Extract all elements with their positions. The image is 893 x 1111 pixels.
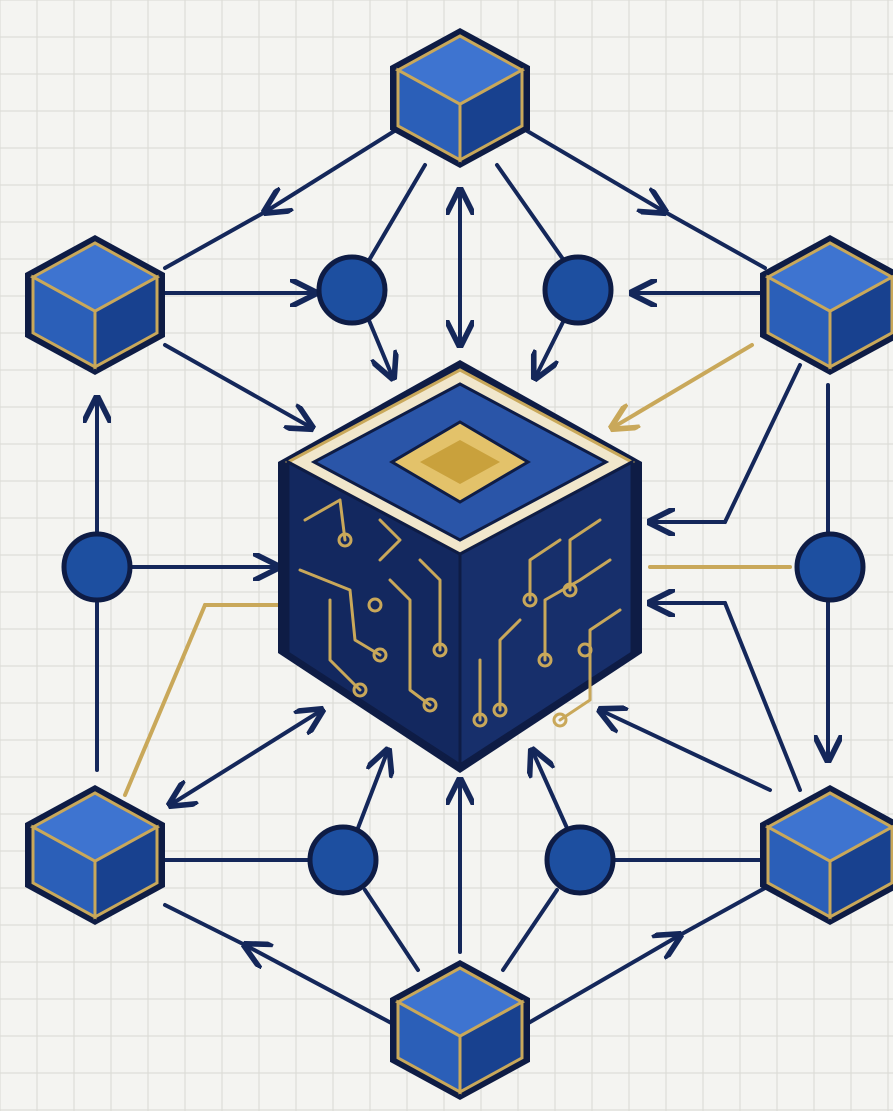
connection-line bbox=[600, 710, 772, 792]
circuit-pad bbox=[372, 647, 388, 663]
connection-line bbox=[535, 316, 567, 378]
junction-lower-left bbox=[307, 824, 379, 896]
connection-line bbox=[523, 935, 680, 1027]
junction-mid-right bbox=[794, 531, 866, 603]
circuit-pad bbox=[522, 592, 538, 608]
cube-right-face bbox=[93, 824, 159, 920]
circuit-trace bbox=[418, 558, 442, 652]
cube-node-top bbox=[390, 28, 530, 168]
circuit-pad bbox=[367, 597, 383, 613]
cube-node-lower-right bbox=[760, 785, 893, 925]
circuit-trace bbox=[303, 498, 347, 542]
connection-line bbox=[356, 750, 388, 830]
connection-line bbox=[495, 163, 567, 264]
circuit-pad bbox=[577, 642, 593, 658]
connection-line bbox=[366, 316, 393, 378]
connection-line bbox=[678, 886, 767, 937]
connection-line bbox=[163, 903, 247, 947]
connection-line bbox=[612, 343, 754, 428]
circuit-trace bbox=[328, 598, 362, 692]
connection-line bbox=[532, 750, 569, 830]
junction-upper-left bbox=[316, 254, 388, 326]
cube-node-bottom bbox=[390, 960, 530, 1100]
connection-lines bbox=[97, 113, 828, 1027]
circuit-pad bbox=[562, 582, 578, 598]
circuit-trace bbox=[568, 518, 602, 592]
connection-line bbox=[245, 945, 397, 1027]
junction-upper-right bbox=[542, 254, 614, 326]
connection-line bbox=[366, 163, 427, 264]
connection-line bbox=[163, 210, 267, 270]
junction-lower-right bbox=[544, 824, 616, 896]
chip-die bbox=[420, 440, 500, 484]
cube-right-face bbox=[828, 274, 893, 370]
connection-line bbox=[723, 601, 802, 792]
connection-line bbox=[501, 888, 559, 972]
connection-line bbox=[363, 888, 420, 972]
circuit-trace bbox=[558, 608, 622, 722]
junction-mid-left bbox=[61, 531, 133, 603]
circuit-pad bbox=[352, 682, 368, 698]
cube-right-face bbox=[458, 999, 524, 1095]
circuit-pad bbox=[422, 697, 438, 713]
circuit-pad bbox=[337, 532, 353, 548]
connection-line bbox=[723, 363, 802, 524]
circuit-trace bbox=[388, 578, 432, 707]
cube-node-upper-right bbox=[760, 235, 893, 375]
circuit-pad bbox=[552, 712, 568, 728]
peripheral-cubes bbox=[25, 28, 893, 1100]
cube-node-lower-left bbox=[25, 785, 165, 925]
cube-right-face bbox=[828, 824, 893, 920]
cube-node-upper-left bbox=[25, 235, 165, 375]
circuit-trace bbox=[528, 538, 562, 602]
connection-line bbox=[163, 343, 312, 428]
cube-right-face bbox=[458, 67, 524, 163]
connection-line bbox=[170, 710, 322, 805]
connection-line bbox=[663, 210, 767, 270]
circuit-trace bbox=[378, 518, 402, 562]
circuit-pad bbox=[492, 702, 508, 718]
circuit-pad bbox=[472, 712, 488, 728]
circuit-pad bbox=[432, 642, 448, 658]
core-processor-cube bbox=[278, 360, 642, 773]
connection-line bbox=[123, 603, 207, 797]
cube-right-face bbox=[93, 274, 159, 370]
circuit-trace bbox=[298, 568, 382, 657]
circuit-trace bbox=[498, 618, 522, 712]
circuit-pad bbox=[537, 652, 553, 668]
junction-nodes bbox=[61, 254, 866, 896]
